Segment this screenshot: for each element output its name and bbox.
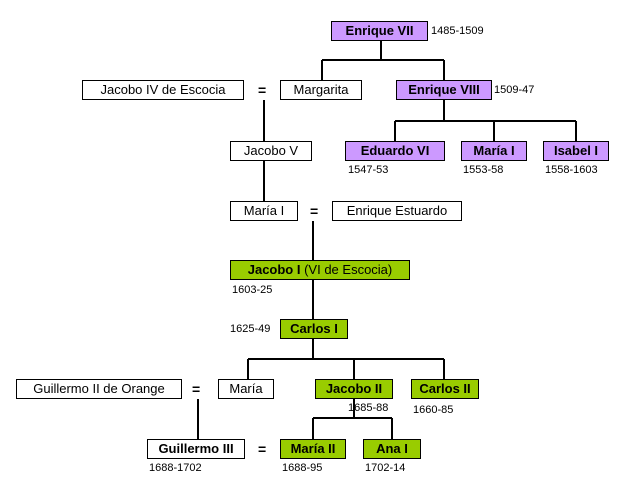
jacobo-i-extra: (VI de Escocia) [300,262,393,277]
dates-jacobo-i: 1603-25 [232,284,273,296]
dates-maria-i-tudor: 1553-58 [463,164,504,176]
dates-maria-ii: 1688-95 [282,462,323,474]
person-guillermo-iii: Guillermo III [147,439,245,459]
dates-carlos-i: 1625-49 [230,323,271,335]
person-maria: María [218,379,274,399]
person-jacobo-iv: Jacobo IV de Escocia [82,80,244,100]
person-carlos-ii: Carlos II [411,379,479,399]
dates-eduardo-vi: 1547-53 [348,164,389,176]
person-jacobo-i: Jacobo I (VI de Escocia) [230,260,410,280]
person-carlos-i: Carlos I [280,319,348,339]
dates-ana-i: 1702-14 [365,462,406,474]
person-maria-i-tudor: María I [461,141,527,161]
person-ana-i: Ana I [363,439,421,459]
person-enrique-viii: Enrique VIII [396,80,492,100]
marriage-symbol: = [192,381,201,397]
marriage-symbol: = [258,441,267,457]
dates-jacobo-ii: 1685-88 [348,402,389,414]
person-margarita: Margarita [280,80,362,100]
marriage-symbol: = [310,203,319,219]
person-enrique-vii: Enrique VII [331,21,428,41]
person-isabel-i: Isabel I [543,141,609,161]
person-enrique-estuardo: Enrique Estuardo [332,201,462,221]
person-maria-i-escocia: María I [230,201,298,221]
dates-enrique-vii: 1485-1509 [431,25,484,37]
dates-carlos-ii: 1660-85 [413,404,454,416]
person-eduardo-vi: Eduardo VI [345,141,445,161]
person-jacobo-ii: Jacobo II [315,379,393,399]
person-jacobo-v: Jacobo V [230,141,312,161]
person-guillermo-ii: Guillermo II de Orange [16,379,182,399]
jacobo-i-name: Jacobo I [247,262,301,277]
person-maria-ii: María II [280,439,346,459]
marriage-symbol: = [258,82,267,98]
dates-isabel-i: 1558-1603 [545,164,598,176]
dates-enrique-viii: 1509-47 [494,84,535,96]
dates-guillermo-iii: 1688-1702 [149,462,202,474]
